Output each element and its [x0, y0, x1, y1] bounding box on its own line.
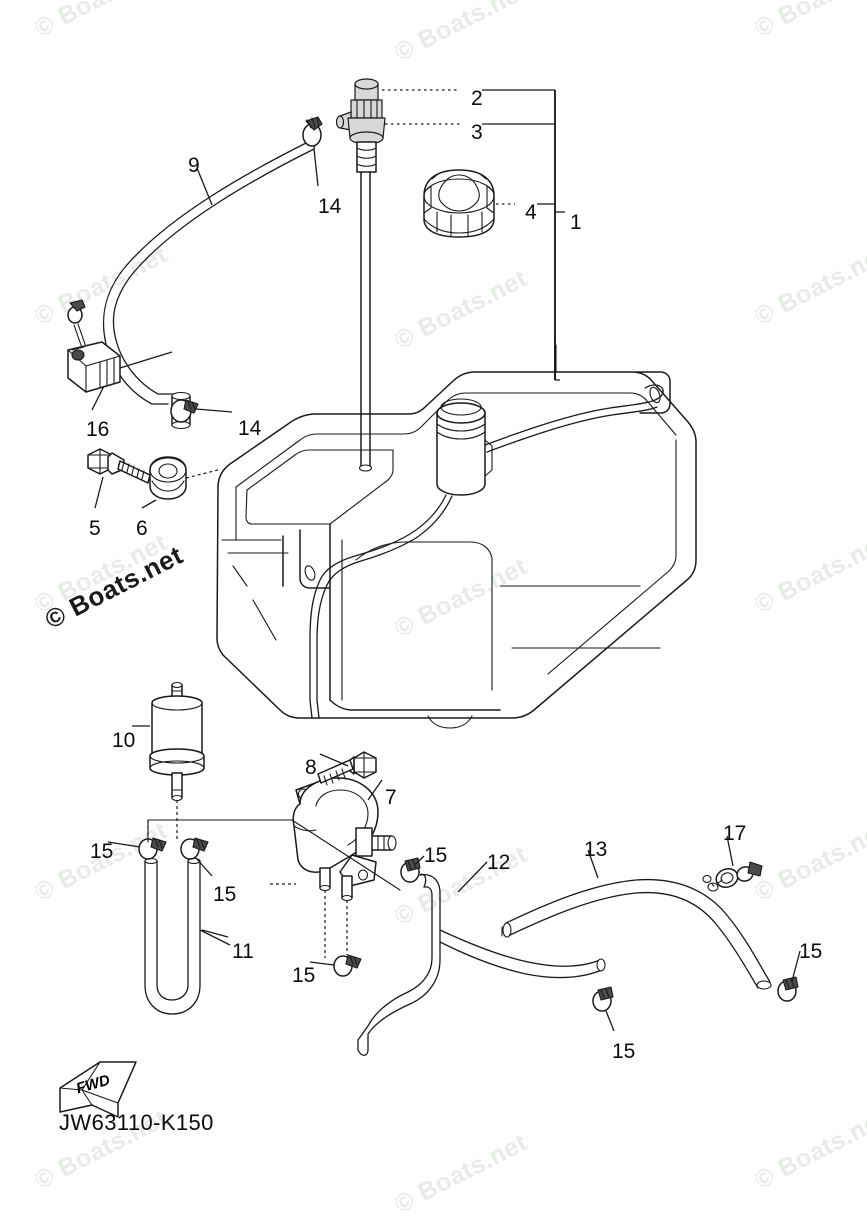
- callout-fuel-pump: 7: [385, 786, 397, 809]
- hose-clip-b: [180, 837, 209, 860]
- fuel-tank-cap: [423, 169, 495, 238]
- callout-fuel-pump-bolt: 8: [305, 756, 317, 779]
- callout-hose-clamp-lower: 14: [238, 417, 262, 440]
- callout-fuel-hose-short: 11: [232, 940, 254, 963]
- fuel-pump-bolt-8: [317, 751, 377, 786]
- fwd-direction-arrow: [59, 1061, 137, 1118]
- hose-holder-16: [67, 299, 121, 393]
- part-number-label: JW63110-K150: [59, 1110, 214, 1135]
- hose-clamp-14-upper: [302, 116, 323, 147]
- fuel-pump-7: [292, 777, 397, 902]
- callout-hose-clip: 15: [799, 940, 823, 963]
- callout-hose-clamp-upper: 14: [318, 195, 342, 218]
- callout-hose-joint: 17: [723, 822, 747, 845]
- hose-clip-e: [592, 986, 614, 1012]
- hose-clip-d: [400, 857, 421, 883]
- callout-mounting-bolt: 5: [89, 517, 101, 540]
- callout-breather-valve-cap: 2: [471, 87, 483, 110]
- callout-hose-clip: 15: [213, 883, 237, 906]
- callout-fuel-filter: 10: [112, 729, 136, 752]
- hose-clamp-14-lower: [170, 399, 199, 423]
- callout-fuel-hose-mid: 12: [487, 851, 511, 874]
- fuel-hose-11: [144, 857, 231, 1015]
- callout-hose-holder: 16: [86, 418, 110, 441]
- hose-clip-c: [333, 954, 362, 977]
- hose-joint-17: [702, 861, 763, 892]
- callout-hose-clip: 15: [612, 1040, 636, 1063]
- mounting-bolt-5: [87, 448, 151, 484]
- callout-breather-valve-body: 3: [471, 121, 483, 144]
- callout-hose-clip: 15: [424, 844, 448, 867]
- callout-hose-clip: 15: [90, 840, 114, 863]
- filler-neck: [436, 398, 493, 496]
- callout-breather-hose: 9: [188, 154, 200, 177]
- callout-hose-clip: 15: [292, 964, 316, 987]
- fuel-filter-10: [149, 681, 205, 802]
- hose-clip-a: [138, 837, 167, 860]
- callout-fuel-tank-cap: 4: [525, 201, 537, 224]
- hose-clip-f: [777, 976, 799, 1002]
- damper-grommet-6: [149, 456, 187, 500]
- breather-hose-9: [102, 139, 315, 430]
- callout-fuel-tank-assembly: 1: [570, 211, 582, 234]
- fuel-hose-13: [501, 878, 772, 990]
- breather-valve-assembly: [335, 78, 386, 472]
- callout-damper-grommet: 6: [136, 517, 148, 540]
- fuel-hose-12: [357, 873, 606, 1056]
- fuel-tank-body: [216, 371, 697, 729]
- callout-fuel-hose-long: 13: [584, 838, 608, 861]
